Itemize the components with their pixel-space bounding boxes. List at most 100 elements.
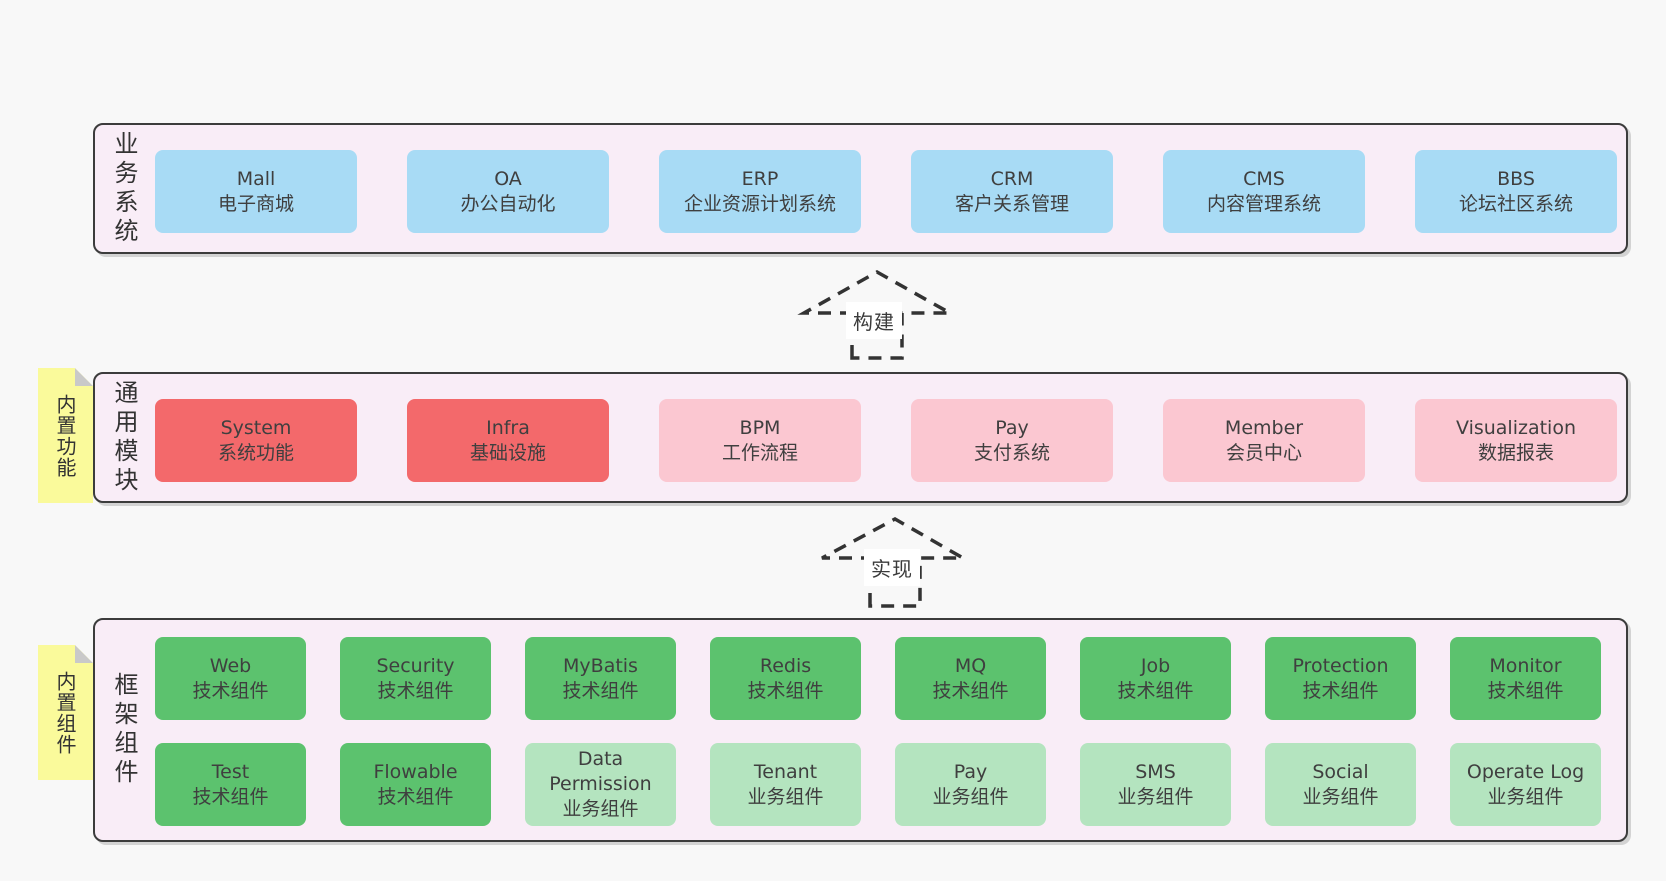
box-web: Web 技术组件 (155, 637, 306, 720)
box-title: Pay (995, 416, 1029, 439)
box-mall: Mall 电子商城 (155, 150, 357, 233)
box-oa: OA 办公自动化 (407, 150, 609, 233)
box-redis: Redis 技术组件 (710, 637, 861, 720)
business-systems-row: Mall 电子商城 OA 办公自动化 ERP 企业资源计划系统 CRM 客户关系… (155, 150, 1626, 233)
box-title: CMS (1243, 167, 1285, 190)
box-title: BPM (739, 416, 781, 439)
box-bbs: BBS 论坛社区系统 (1415, 150, 1617, 233)
box-mybatis: MyBatis 技术组件 (525, 637, 676, 720)
box-subtitle: 业务组件 (1302, 785, 1379, 808)
common-modules-row: System 系统功能 Infra 基础设施 BPM 工作流程 Pay 支付系统… (155, 399, 1626, 482)
box-subtitle: 内容管理系统 (1206, 192, 1321, 215)
folded-corner-icon (75, 368, 93, 386)
box-title: Redis (759, 654, 812, 677)
box-title: Member (1224, 416, 1304, 439)
box-pay: Pay 支付系统 (911, 399, 1113, 482)
box-tenant: Tenant 业务组件 (710, 743, 861, 826)
folded-corner-icon (75, 645, 93, 663)
box-subtitle: 技术组件 (1487, 679, 1564, 702)
framework-components-row-1: Web 技术组件 Security 技术组件 MyBatis 技术组件 Redi… (155, 637, 1626, 720)
box-title: OA (494, 167, 522, 190)
sticky-note-label: 内置组件 (53, 670, 77, 755)
box-member: Member 会员中心 (1163, 399, 1365, 482)
box-title: ERP (741, 167, 779, 190)
box-subtitle: 业务组件 (747, 785, 824, 808)
box-subtitle: 支付系统 (973, 441, 1050, 464)
box-subtitle: 技术组件 (1302, 679, 1379, 702)
box-social: Social 业务组件 (1265, 743, 1416, 826)
layer-label-business-systems: 业务系统 (110, 130, 138, 247)
box-title: Flowable (373, 760, 458, 783)
box-subtitle: 技术组件 (192, 785, 269, 808)
box-title: Web (209, 654, 252, 677)
box-subtitle: 业务组件 (1117, 785, 1194, 808)
implement-arrow-label: 实现 (864, 549, 920, 586)
box-subtitle: 办公自动化 (460, 192, 556, 215)
box-data-permission: Data Permission 业务组件 (525, 743, 676, 826)
box-subtitle: 数据报表 (1477, 441, 1554, 464)
box-operate-log: Operate Log 业务组件 (1450, 743, 1601, 826)
layer-label-common-modules: 通用模块 (110, 379, 138, 496)
layer-business-systems: 业务系统 Mall 电子商城 OA 办公自动化 ERP 企业资源计划系统 CRM… (93, 123, 1628, 254)
box-subtitle: 客户关系管理 (954, 192, 1069, 215)
box-subtitle: 技术组件 (377, 785, 454, 808)
box-subtitle: 技术组件 (377, 679, 454, 702)
box-test: Test 技术组件 (155, 743, 306, 826)
box-security: Security 技术组件 (340, 637, 491, 720)
box-title: Test (211, 760, 250, 783)
build-arrow-label: 构建 (846, 302, 902, 339)
box-subtitle: 技术组件 (747, 679, 824, 702)
box-title: Social (1312, 760, 1369, 783)
box-subtitle: 会员中心 (1225, 441, 1302, 464)
box-title: Pay (953, 760, 988, 783)
layer-label-framework-components: 框架组件 (110, 672, 138, 788)
box-subtitle: 电子商城 (217, 192, 294, 215)
box-title: Security (376, 654, 455, 677)
box-subtitle: 系统功能 (217, 441, 294, 464)
box-subtitle: 业务组件 (1487, 785, 1564, 808)
box-subtitle: 业务组件 (562, 798, 639, 820)
sticky-note-built-in-components: 内置组件 (38, 645, 93, 780)
box-subtitle: 企业资源计划系统 (683, 192, 836, 215)
box-subtitle: 技术组件 (562, 679, 639, 702)
box-subtitle: 业务组件 (932, 785, 1009, 808)
box-title: Infra (486, 416, 530, 439)
box-subtitle: 技术组件 (932, 679, 1009, 702)
sticky-note-built-in-features: 内置功能 (38, 368, 93, 503)
box-title: BBS (1497, 167, 1535, 190)
layer-common-modules: 通用模块 System 系统功能 Infra 基础设施 BPM 工作流程 Pay… (93, 372, 1628, 503)
box-title: MyBatis (563, 654, 638, 677)
box-title: MQ (954, 654, 987, 677)
box-title: Protection (1292, 654, 1389, 677)
box-bpm: BPM 工作流程 (659, 399, 861, 482)
box-title: SMS (1135, 760, 1176, 783)
box-title: CRM (990, 167, 1034, 190)
box-subtitle: 基础设施 (469, 441, 546, 464)
box-title: Tenant (753, 760, 818, 783)
box-subtitle: 工作流程 (721, 441, 798, 464)
box-subtitle: 技术组件 (1117, 679, 1194, 702)
box-visualization: Visualization 数据报表 (1415, 399, 1617, 482)
box-title: Job (1140, 654, 1171, 677)
box-title: Data Permission (549, 748, 652, 795)
sticky-note-label: 内置功能 (53, 393, 77, 478)
box-mq: MQ 技术组件 (895, 637, 1046, 720)
box-subtitle: 论坛社区系统 (1458, 192, 1573, 215)
build-arrow-icon (797, 269, 957, 360)
box-job: Job 技术组件 (1080, 637, 1231, 720)
box-title: System (220, 416, 292, 439)
box-title: Operate Log (1466, 760, 1585, 783)
layer-framework-components: 框架组件 Web 技术组件 Security 技术组件 MyBatis 技术组件… (93, 618, 1628, 842)
box-pay-biz: Pay 业务组件 (895, 743, 1046, 826)
box-cms: CMS 内容管理系统 (1163, 150, 1365, 233)
box-system: System 系统功能 (155, 399, 357, 482)
box-title: Mall (236, 167, 276, 190)
box-title: Visualization (1455, 416, 1576, 439)
box-protection: Protection 技术组件 (1265, 637, 1416, 720)
box-sms: SMS 业务组件 (1080, 743, 1231, 826)
framework-components-row-2: Test 技术组件 Flowable 技术组件 Data Permission … (155, 743, 1626, 826)
box-flowable: Flowable 技术组件 (340, 743, 491, 826)
box-subtitle: 技术组件 (192, 679, 269, 702)
implement-arrow-icon (821, 516, 970, 608)
box-monitor: Monitor 技术组件 (1450, 637, 1601, 720)
